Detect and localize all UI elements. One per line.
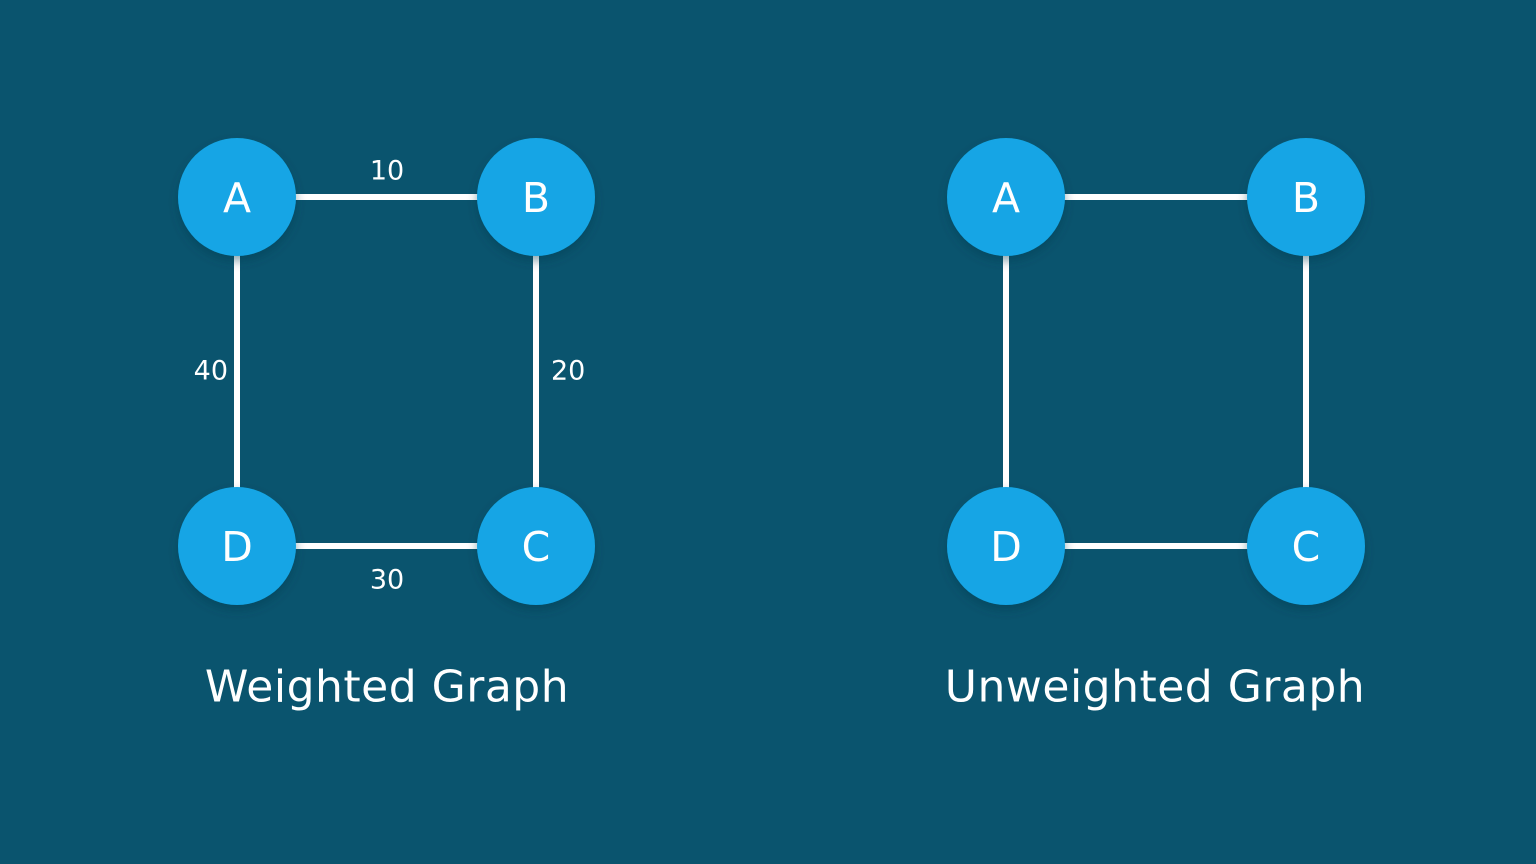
graph-node-unweighted-A[interactable]: A bbox=[947, 138, 1065, 256]
graph-node-weighted-C[interactable]: C bbox=[477, 487, 595, 605]
graph-node-weighted-D[interactable]: D bbox=[178, 487, 296, 605]
node-group-unweighted: A B C D bbox=[947, 138, 1365, 605]
edge-weight-label-A-B: 10 bbox=[370, 156, 404, 187]
caption-unweighted-graph: Unweighted Graph bbox=[945, 662, 1365, 713]
node-label-D: D bbox=[221, 523, 253, 571]
node-circle-C bbox=[477, 487, 595, 605]
node-circle-A bbox=[947, 138, 1065, 256]
node-label-B: B bbox=[1292, 174, 1320, 222]
node-label-A: A bbox=[992, 174, 1020, 222]
node-circle-B bbox=[1247, 138, 1365, 256]
edge-weight-label-B-C: 20 bbox=[551, 356, 585, 387]
edge-weight-label-A-D: 40 bbox=[194, 356, 228, 387]
node-label-C: C bbox=[1292, 523, 1321, 571]
graph-node-unweighted-B[interactable]: B bbox=[1247, 138, 1365, 256]
node-label-A: A bbox=[223, 174, 251, 222]
node-circle-B bbox=[477, 138, 595, 256]
edge-weight-label-D-C: 30 bbox=[370, 565, 404, 596]
graph-node-weighted-B[interactable]: B bbox=[477, 138, 595, 256]
edge-group-unweighted bbox=[1003, 194, 1309, 549]
node-label-B: B bbox=[522, 174, 550, 222]
weight-label-group-weighted: 10 20 30 40 bbox=[194, 156, 586, 596]
node-circle-D bbox=[947, 487, 1065, 605]
graph-node-unweighted-C[interactable]: C bbox=[1247, 487, 1365, 605]
graph-node-unweighted-D[interactable]: D bbox=[947, 487, 1065, 605]
node-circle-C bbox=[1247, 487, 1365, 605]
caption-weighted-graph: Weighted Graph bbox=[205, 662, 569, 713]
node-circle-D bbox=[178, 487, 296, 605]
node-circle-A bbox=[178, 138, 296, 256]
node-label-D: D bbox=[990, 523, 1022, 571]
graph-node-weighted-A[interactable]: A bbox=[178, 138, 296, 256]
node-label-C: C bbox=[522, 523, 551, 571]
node-group-weighted: A B C D bbox=[178, 138, 595, 605]
edge-group-weighted bbox=[234, 194, 539, 549]
panel-unweighted-graph: A B C D Unweighted Graph bbox=[945, 138, 1365, 713]
panel-weighted-graph: A B C D 10 20 30 40 Weighted Graph bbox=[178, 138, 595, 713]
